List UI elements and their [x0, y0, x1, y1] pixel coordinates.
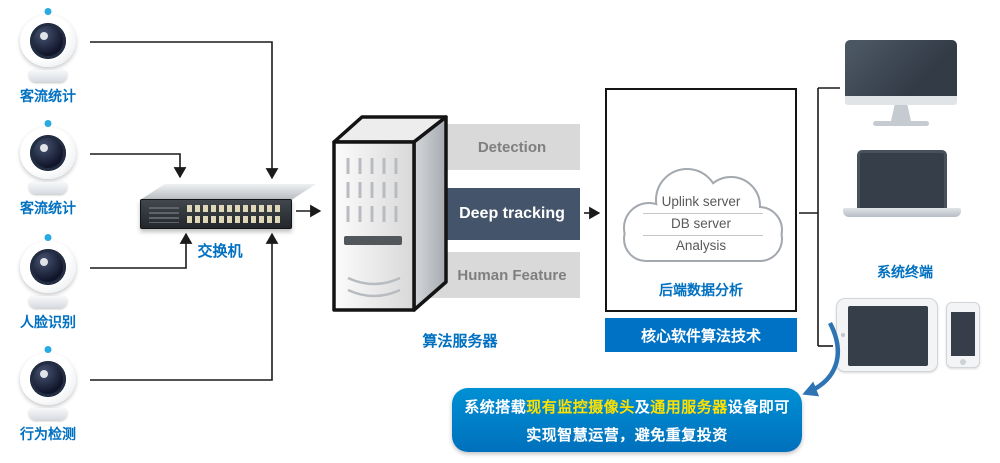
terminals-label: 系统终端	[877, 264, 933, 280]
core-tech-banner: 核心软件算法技术	[605, 318, 797, 352]
webcam-body	[20, 241, 76, 293]
webcam-led	[44, 8, 52, 15]
laptop-screen	[857, 150, 947, 208]
server-label: 算法服务器	[422, 333, 498, 350]
webcam-stand	[29, 408, 67, 420]
cloud-service-uplink: Uplink server	[661, 194, 741, 209]
camera-item-1: 客流统计	[8, 8, 88, 106]
camera-label: 客流统计	[20, 88, 76, 104]
divider	[643, 235, 763, 236]
curved-arrow	[802, 321, 840, 397]
webcam-body	[20, 15, 76, 67]
webcam-lens	[30, 249, 66, 285]
webcam-icon	[8, 234, 88, 308]
webcam-stand	[29, 182, 67, 194]
divider	[643, 213, 763, 214]
webcam-icon	[8, 120, 88, 194]
bottom-banner-line1: 系统搭载现有监控摄像头及通用服务器设备即可	[464, 398, 790, 416]
phone-screen	[951, 312, 975, 356]
switch-ports	[187, 216, 283, 223]
backend-analysis-box: Uplink server DB server Analysis 后端数据分析	[605, 88, 797, 312]
webcam-led	[44, 346, 52, 353]
camera-item-2: 客流统计	[8, 120, 88, 218]
camera-label: 行为检测	[20, 426, 76, 442]
desktop-monitor-icon	[845, 40, 957, 132]
bottom-banner: 系统搭载现有监控摄像头及通用服务器设备即可 实现智慧运营，避免重复投资	[452, 388, 802, 452]
monitor-stand	[891, 105, 911, 121]
phone-icon	[946, 302, 980, 368]
monitor-screen	[845, 40, 957, 96]
monitor-base	[873, 121, 929, 126]
webcam-led	[44, 234, 52, 241]
webcam-body	[20, 353, 76, 405]
webcam-body	[20, 127, 76, 179]
switch-label: 交换机	[197, 243, 243, 260]
bottom-banner-line2: 实现智慧运营，避免重复投资	[526, 426, 728, 444]
switch-ports	[187, 205, 283, 212]
cloud-service-db: DB server	[670, 216, 731, 231]
phone-home-button	[960, 359, 966, 365]
cloud-service-analysis: Analysis	[675, 238, 727, 253]
switch-top-face	[140, 184, 316, 200]
webcam-lens	[30, 361, 66, 397]
laptop-base	[843, 208, 961, 217]
network-switch-icon	[140, 184, 316, 234]
camera-label: 客流统计	[20, 200, 76, 216]
switch-front-face	[140, 199, 292, 229]
server-tower-icon	[332, 115, 448, 312]
switch-leds	[149, 207, 179, 223]
cloud-caption: 后端数据分析	[659, 282, 743, 298]
webcam-stand	[29, 296, 67, 308]
webcam-icon	[8, 8, 88, 82]
laptop-icon	[843, 150, 961, 220]
webcam-led	[44, 120, 52, 127]
camera-item-3: 人脸识别	[8, 234, 88, 332]
cloud-icon	[623, 168, 783, 262]
camera-item-4: 行为检测	[8, 346, 88, 444]
webcam-lens	[30, 135, 66, 171]
webcam-icon	[8, 346, 88, 420]
tablet-icon	[836, 298, 938, 372]
tablet-camera-dot	[841, 333, 845, 337]
webcam-stand	[29, 70, 67, 82]
tablet-screen	[848, 306, 928, 366]
monitor-chin	[845, 96, 957, 105]
camera-label: 人脸识别	[20, 314, 76, 330]
webcam-lens	[30, 23, 66, 59]
